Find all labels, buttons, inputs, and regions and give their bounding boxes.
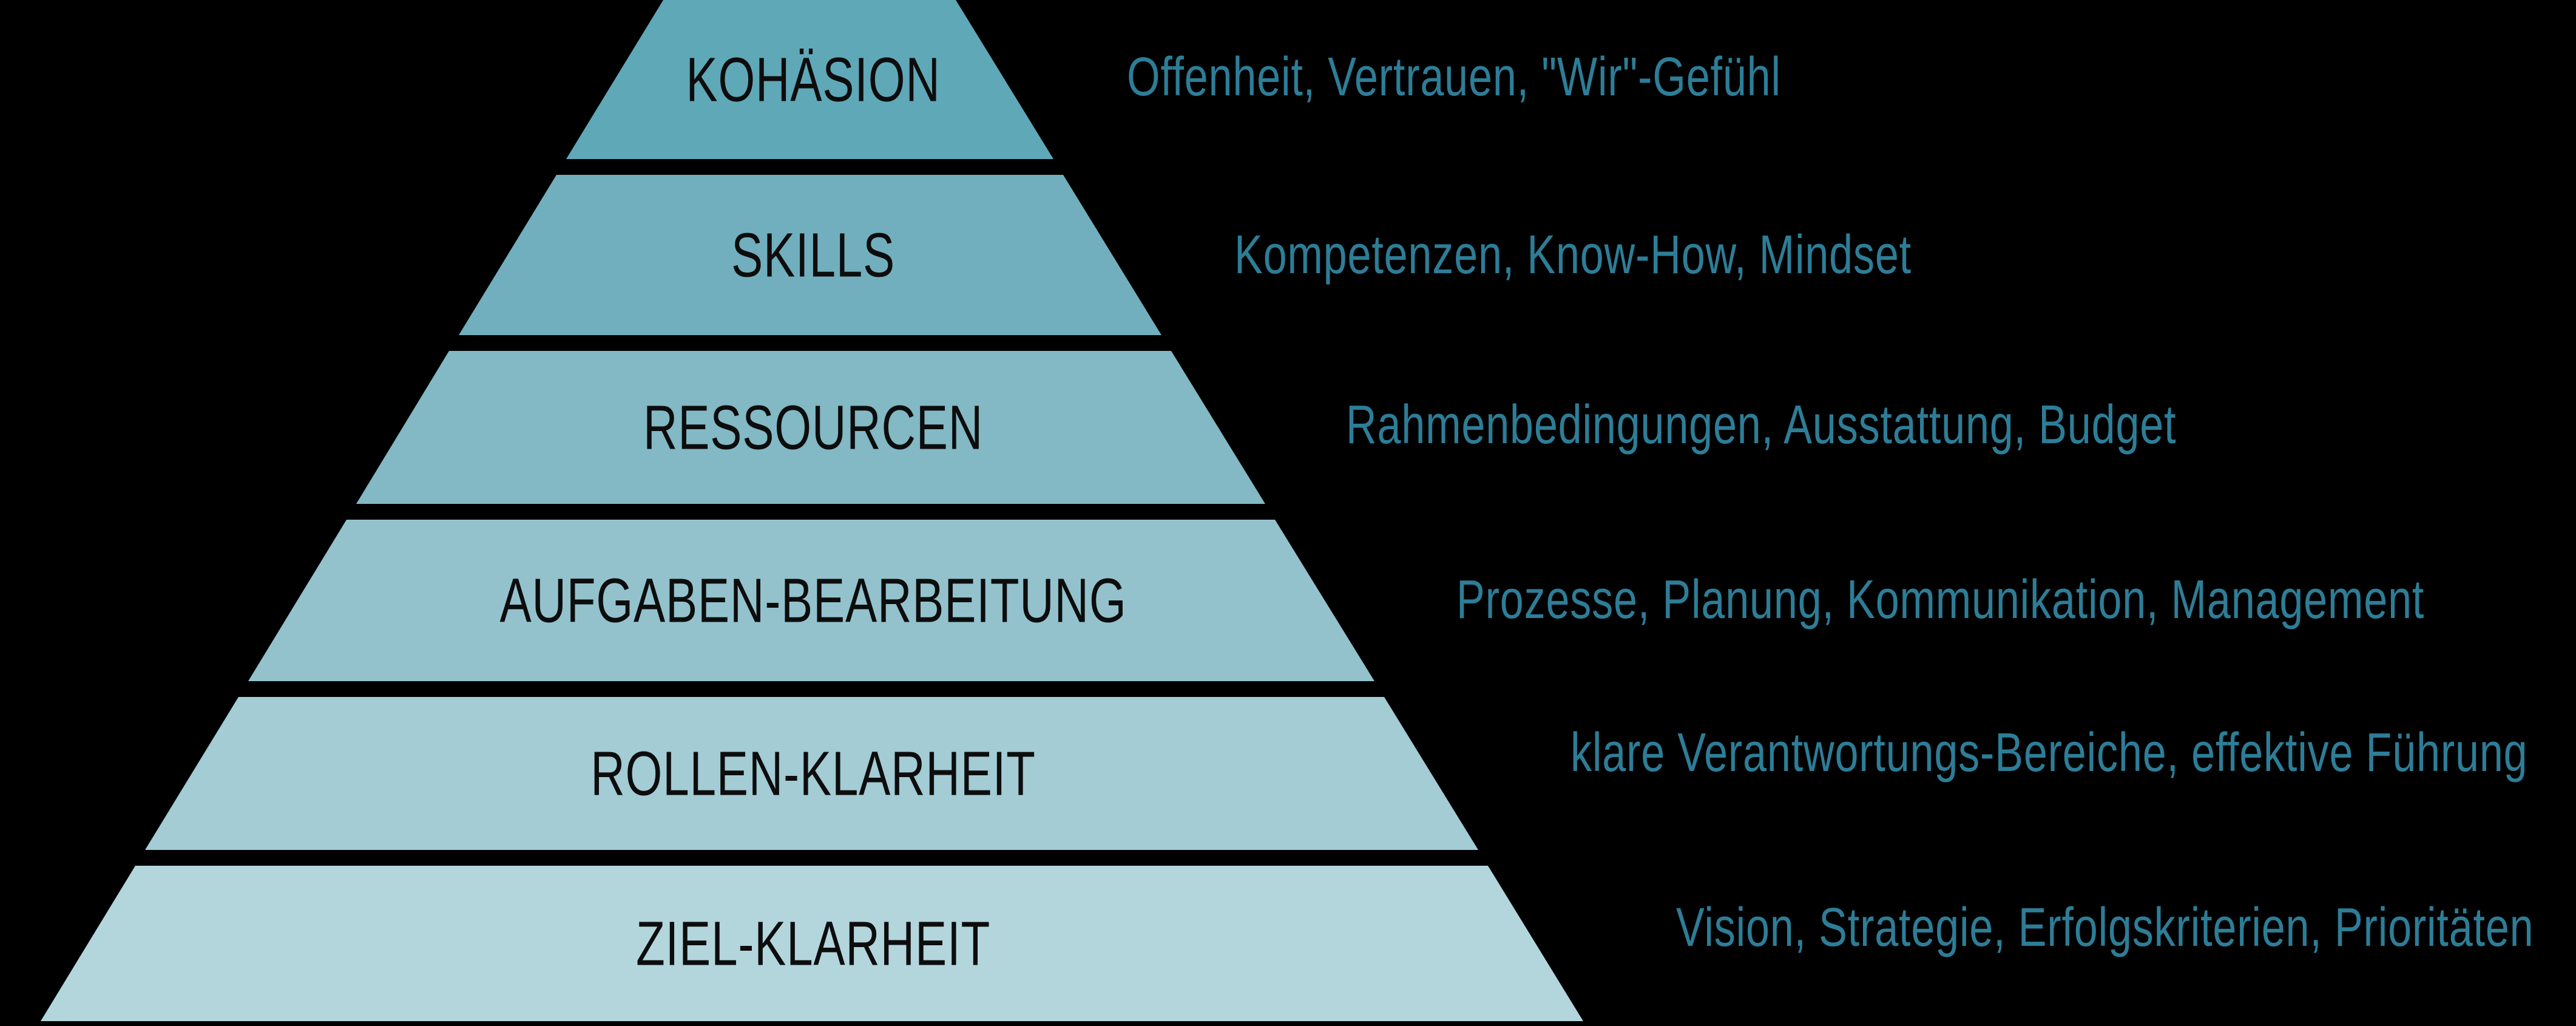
pyramid-layer-ressourcen <box>356 351 1265 504</box>
annotation-aufgaben-bearbeitung: Prozesse, Planung, Kommunikation, Manage… <box>1456 569 2425 630</box>
layer-label-aufgaben-bearbeitung: AUFGABEN-BEARBEITUNG <box>499 565 1127 636</box>
annotation-ziel-klarheit: Vision, Strategie, Erfolgskriterien, Pri… <box>1676 897 2534 958</box>
annotation-ressourcen: Rahmenbedingungen, Ausstattung, Budget <box>1346 395 2177 455</box>
annotation-rollen-klarheit: klare Verantwortungs-Bereiche, effektive… <box>1570 722 2528 783</box>
layer-label-kohaesion: KOHÄSION <box>686 44 941 115</box>
pyramid-layer-kohaesion <box>566 0 1053 159</box>
annotation-kohaesion: Offenheit, Vertrauen, "Wir"-Gefühl <box>1127 47 1781 107</box>
layer-label-skills: SKILLS <box>731 220 896 290</box>
layer-label-rollen-klarheit: ROLLEN-KLARHEIT <box>590 738 1036 809</box>
pyramid-layer-rollen-klarheit <box>145 697 1478 850</box>
pyramid-layer-skills <box>459 175 1161 335</box>
pyramid-layer-ziel-klarheit <box>41 866 1583 1021</box>
layer-label-ressourcen: RESSOURCEN <box>643 392 984 463</box>
annotation-skills: Kompetenzen, Know-How, Mindset <box>1234 225 1912 285</box>
pyramid-layer-aufgaben-bearbeitung <box>248 520 1374 681</box>
layer-label-ziel-klarheit: ZIEL-KLARHEIT <box>635 908 991 979</box>
